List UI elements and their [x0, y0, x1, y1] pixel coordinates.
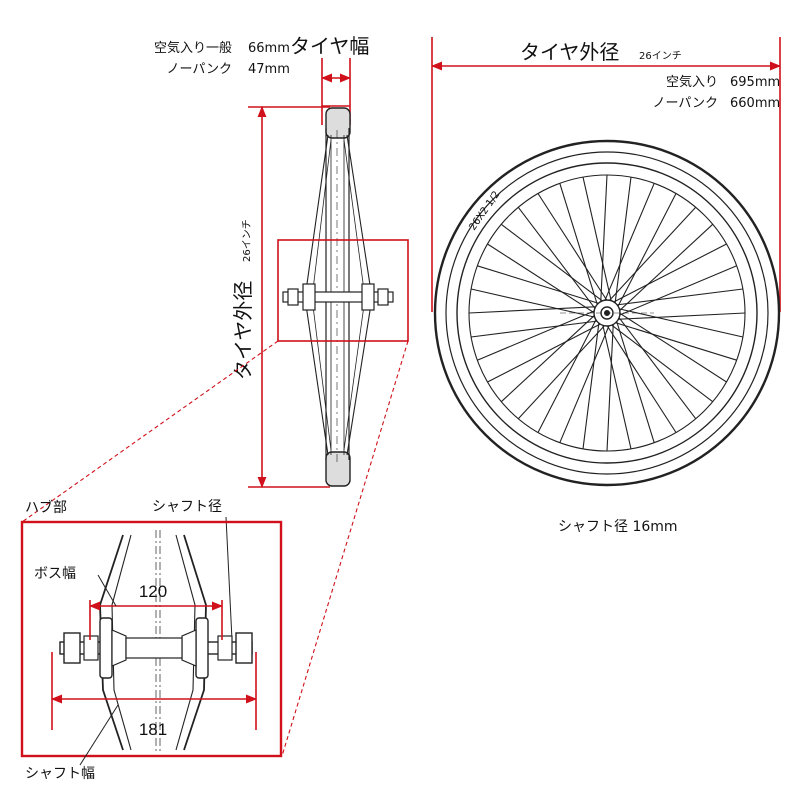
- tire-width-nopuncture-label: ノーパンク: [166, 62, 232, 77]
- side-diameter-title: タイヤ外径: [231, 281, 255, 380]
- tire-width-spec: 空気入り一般 66mm タイヤ幅 ノーパンク 47mm: [154, 34, 369, 77]
- side-diameter-dimension: [248, 105, 330, 489]
- tire-width-nopuncture-value: 47mm: [248, 62, 290, 77]
- shaft-width-leader: [79, 704, 119, 766]
- side-diameter-size: 26インチ: [241, 219, 253, 262]
- tire-bottom-section: [325, 451, 351, 487]
- shaft-width-label: シャフト幅: [25, 766, 95, 782]
- spoke: [618, 308, 744, 338]
- spoke: [537, 193, 608, 302]
- spoke: [517, 324, 606, 420]
- tire-top-section: [325, 107, 351, 139]
- tire-width-air-label: 空気入り一般: [154, 40, 232, 56]
- spoke: [604, 183, 655, 302]
- boss-width-leader: [97, 574, 117, 607]
- spoke: [617, 312, 746, 320]
- spoke: [617, 316, 697, 420]
- spoke: [615, 288, 743, 306]
- boss-width-value: 120: [139, 582, 167, 601]
- spoke: [612, 243, 727, 303]
- shaft-diameter-label: シャフト径: [152, 499, 222, 515]
- spoke: [487, 243, 596, 314]
- spoke: [614, 321, 737, 361]
- spoke: [471, 320, 599, 338]
- tire-outer-circle: [433, 139, 781, 487]
- boss-width-label: ボス幅: [34, 566, 76, 582]
- spoke: [610, 323, 714, 403]
- right-nut: [235, 632, 253, 664]
- spoke: [582, 321, 600, 449]
- tire-diameter-nopuncture-label: ノーパンク: [652, 96, 718, 111]
- tire-diameter-title: タイヤ外径: [520, 40, 619, 64]
- spoke: [614, 177, 632, 305]
- rim-outer-circle: [456, 162, 758, 464]
- right-hub-flange: [195, 617, 209, 679]
- hub-detail-frame: [20, 520, 283, 758]
- tire-width-title: タイヤ幅: [290, 34, 369, 58]
- shaft-diameter-leader: [225, 516, 233, 641]
- axle-side: [282, 291, 394, 303]
- spoke: [618, 312, 727, 383]
- hub-highlight-box: [277, 239, 409, 342]
- spoke: [468, 306, 597, 314]
- hub-detail-title: ハブ部: [25, 499, 67, 516]
- left-hub-flange: [99, 617, 113, 679]
- tire-width-air-value: 66mm: [248, 41, 290, 56]
- spoke: [559, 183, 599, 306]
- tire-diameter-nopuncture-value: 660mm: [730, 96, 780, 111]
- tire-diameter-air-value: 695mm: [730, 75, 780, 90]
- boss-width-dimension: [88, 600, 224, 640]
- tire-diameter-dimension: [430, 37, 782, 312]
- spoke: [500, 314, 596, 403]
- spoke: [606, 323, 614, 452]
- spoke: [537, 318, 597, 433]
- spoke: [602, 324, 632, 450]
- spoke: [617, 193, 677, 308]
- spoke: [600, 174, 608, 303]
- spoke: [559, 324, 610, 443]
- hub-body: [125, 637, 183, 659]
- tire-diameter-spec: タイヤ外径 26インチ 空気入り 695mm ノーパンク 660mm: [520, 40, 780, 111]
- spoke: [517, 206, 597, 310]
- callout-lines: [21, 340, 409, 757]
- shaft-width-dimension: [50, 652, 258, 730]
- tire-diameter-air-label: 空気入り: [666, 74, 718, 90]
- spoke: [487, 323, 602, 383]
- spoke: [500, 223, 604, 303]
- spoke: [615, 320, 655, 443]
- wheel-front-view: [433, 139, 781, 487]
- wheel-side-view: [282, 107, 394, 487]
- side-diameter-label: タイヤ外径 26インチ: [231, 219, 255, 380]
- spoke: [618, 223, 714, 312]
- shaft-width-value: 181: [139, 720, 167, 739]
- spoke: [606, 324, 677, 433]
- spoke: [582, 176, 612, 302]
- spoke: [608, 206, 697, 302]
- spoke: [470, 288, 596, 318]
- hub-detail-drawing: [59, 530, 253, 752]
- left-nut: [63, 632, 81, 664]
- spoke: [477, 310, 596, 361]
- tire-diameter-size: 26インチ: [639, 50, 682, 62]
- shaft-diameter-note: シャフト径 16mm: [558, 519, 678, 535]
- spoke: [477, 265, 600, 305]
- spoke: [618, 265, 737, 316]
